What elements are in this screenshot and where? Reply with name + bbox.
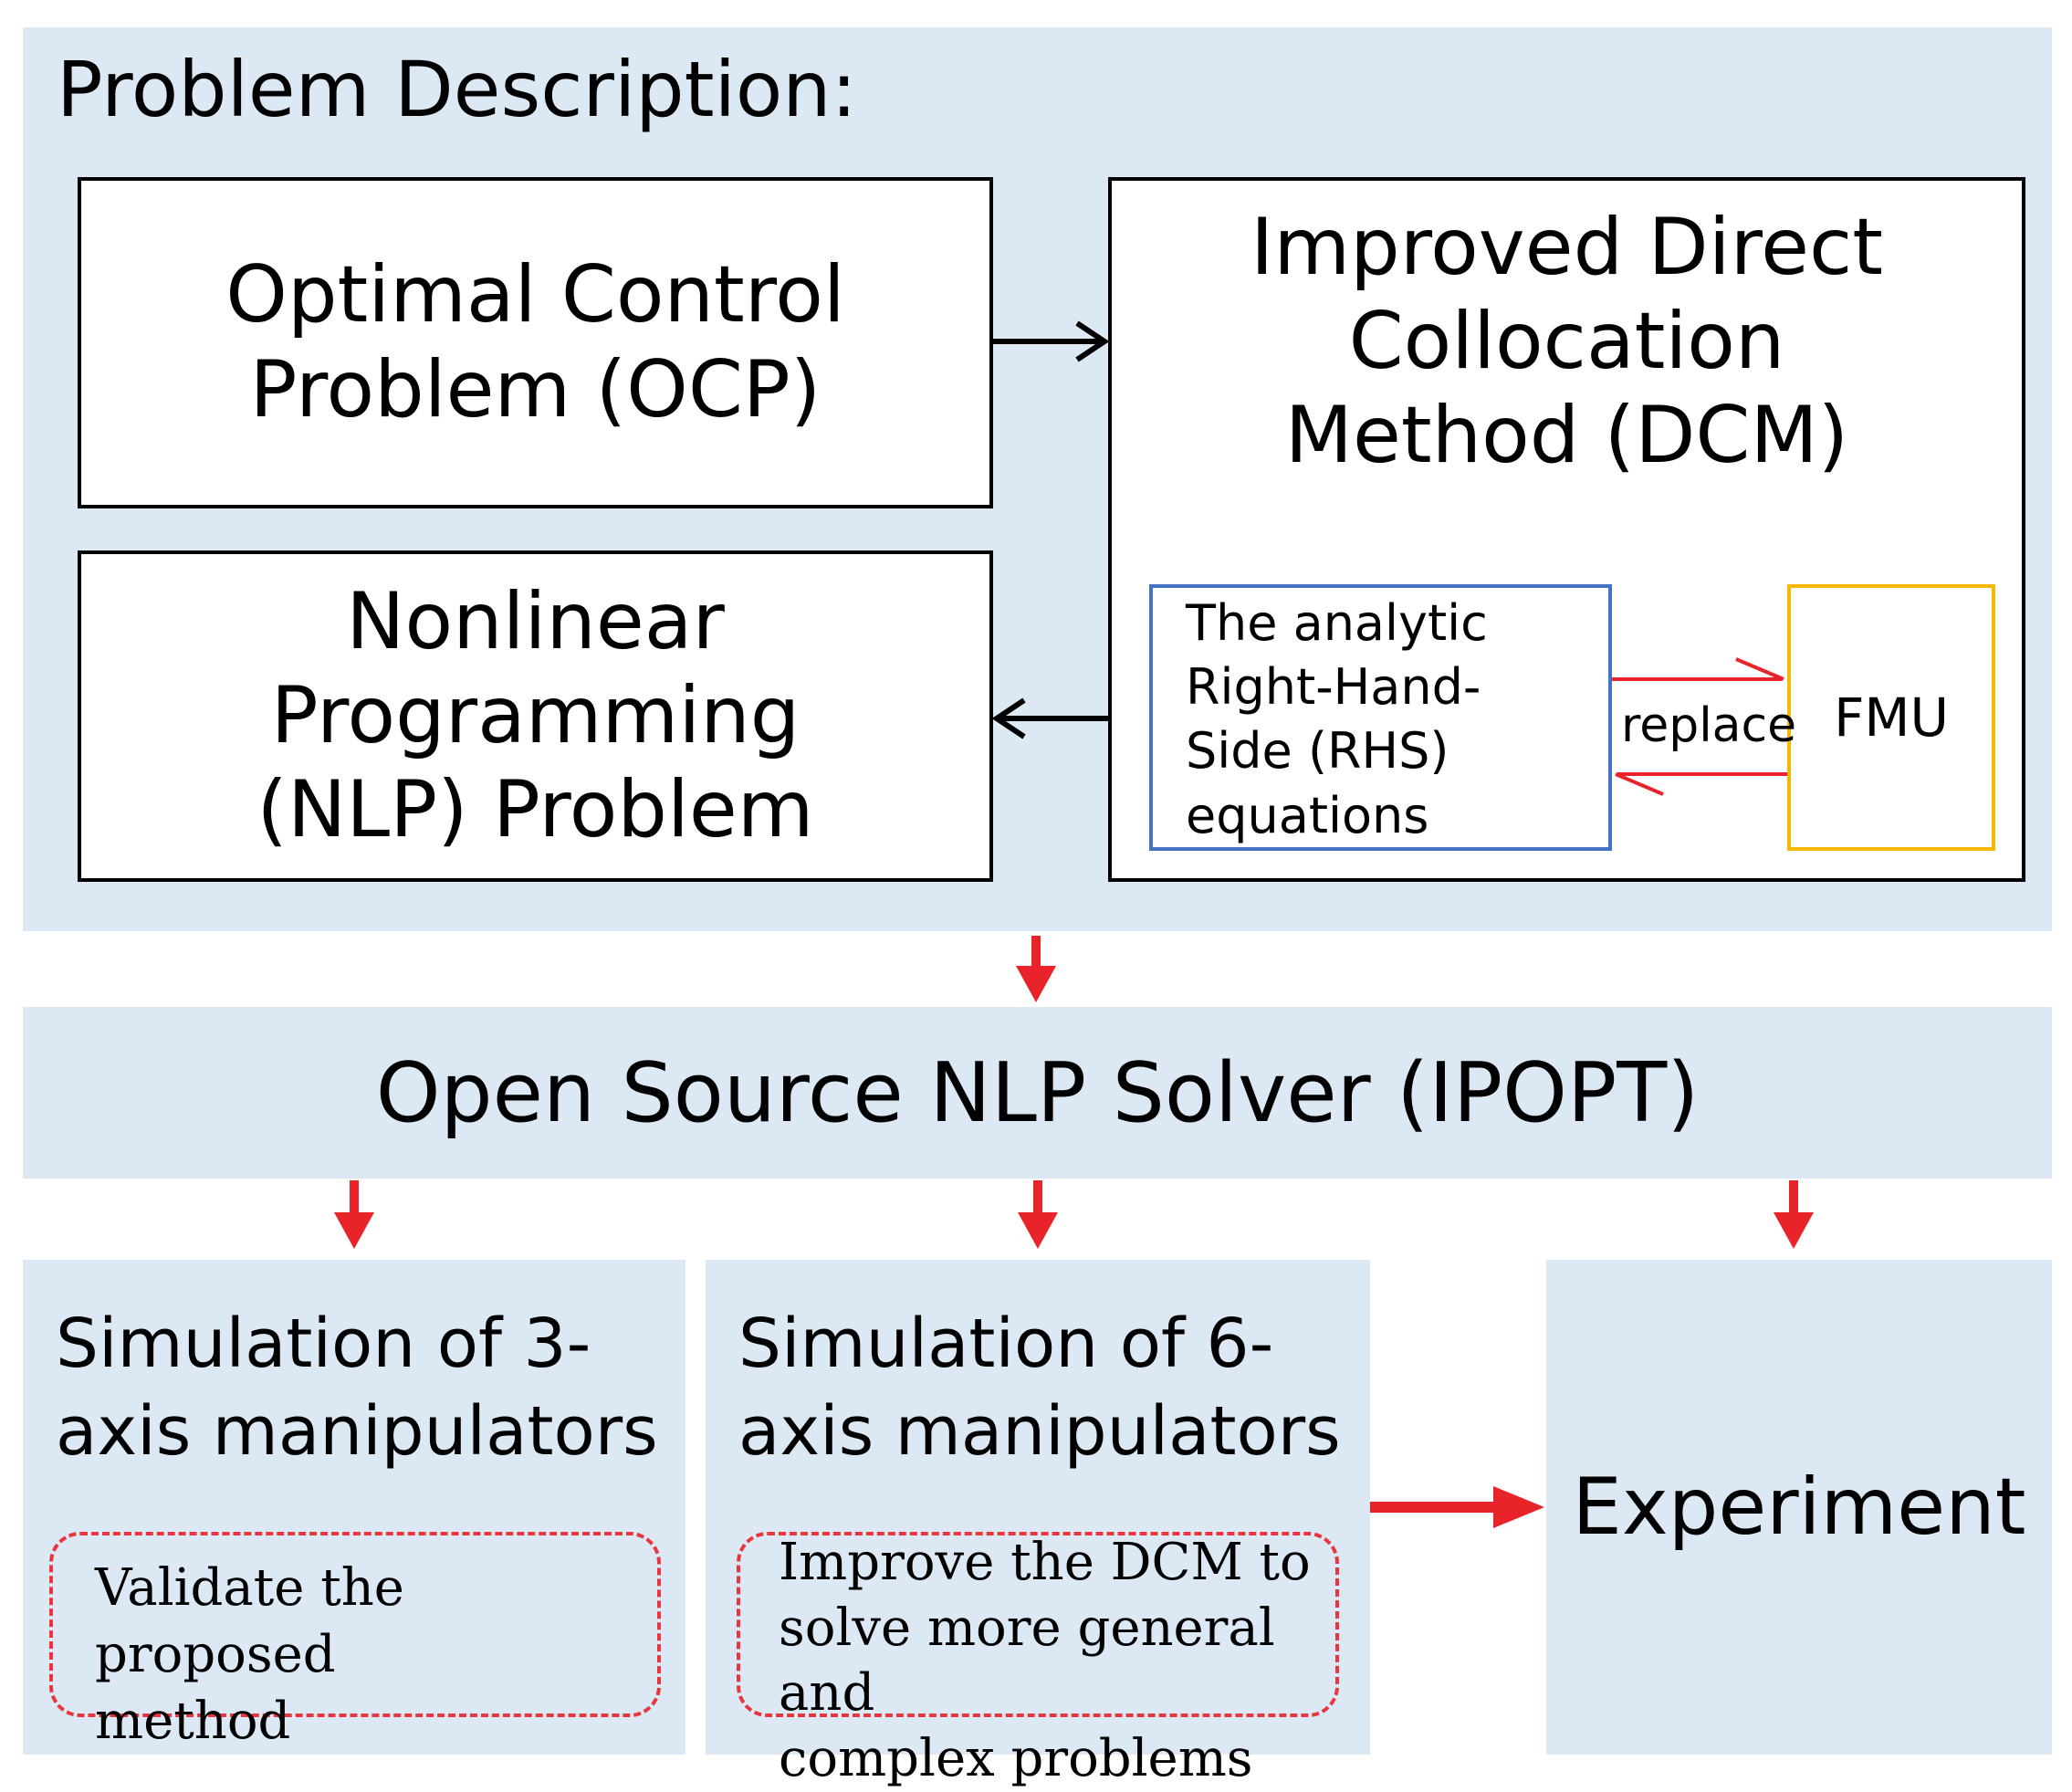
sim3-note: Validate the proposed method — [95, 1558, 404, 1751]
problem-description-title: Problem Description: — [57, 45, 857, 134]
nlp-label: Nonlinear Programming (NLP) Problem — [256, 575, 814, 856]
rhs-label: The analytic Right-Hand- Side (RHS) equa… — [1186, 594, 1488, 844]
experiment-label: Experiment — [1572, 1462, 2026, 1553]
sim3-panel: Simulation of 3- axis manipulators Valid… — [23, 1260, 685, 1755]
solver-band: Open Source NLP Solver (IPOPT) — [23, 1007, 2052, 1179]
sim3-title: Simulation of 3- axis manipulators — [56, 1305, 658, 1472]
solver-to-sim3-arrow — [334, 1180, 374, 1249]
replace-arrow-left — [1615, 772, 1787, 796]
ocp-label: Optimal Control Problem (OCP) — [225, 249, 845, 435]
experiment-panel: Experiment — [1546, 1260, 2052, 1755]
solver-to-sim6-arrow — [1018, 1180, 1058, 1249]
solver-to-experiment-arrow — [1774, 1180, 1814, 1249]
replace-label: replace — [1621, 698, 1797, 753]
dcm-label: Improved Direct Collocation Method (DCM) — [1250, 202, 1884, 482]
nlp-box: Nonlinear Programming (NLP) Problem — [78, 550, 993, 882]
rhs-box: The analytic Right-Hand- Side (RHS) equa… — [1149, 584, 1612, 851]
fmu-label: FMU — [1834, 686, 1949, 749]
ocp-to-dcm-arrow — [993, 320, 1110, 362]
replace-arrow-right — [1612, 657, 1784, 681]
sim6-panel: Simulation of 6- axis manipulators Impro… — [706, 1260, 1370, 1788]
sim3-note-box: Validate the proposed method — [49, 1532, 661, 1751]
solver-label: Open Source NLP Solver (IPOPT) — [375, 1044, 1700, 1141]
sim6-title: Simulation of 6- axis manipulators — [738, 1305, 1341, 1472]
fmu-box: FMU — [1787, 584, 1995, 851]
ocp-box: Optimal Control Problem (OCP) — [78, 177, 993, 508]
dcm-to-nlp-arrow — [991, 697, 1108, 739]
panel-to-solver-arrow — [1016, 936, 1056, 1002]
sim6-to-experiment-arrow — [1370, 1486, 1544, 1528]
